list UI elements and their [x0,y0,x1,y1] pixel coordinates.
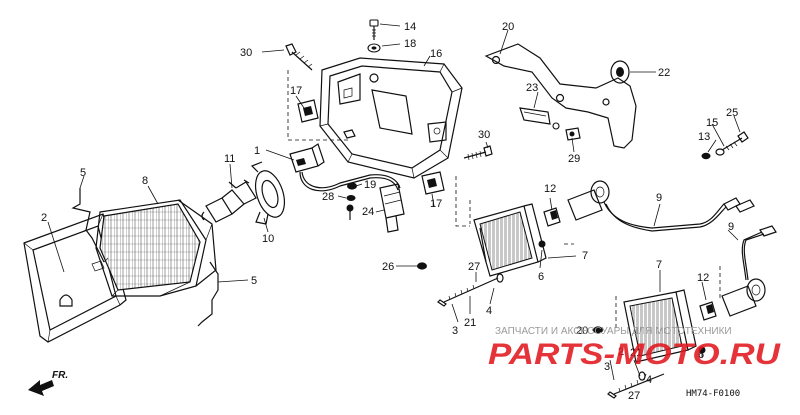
callout-19: 19 [364,179,376,191]
callout-20: 20 [502,21,514,33]
callout-2: 2 [41,212,47,224]
headlight-bulb [201,179,257,223]
callout-5b: 5 [251,275,257,287]
small-fasteners [346,19,381,220]
callout-29: 29 [568,153,580,165]
callout-20b: 20 [576,325,588,337]
grommets [297,99,445,195]
bolt-30-right [463,145,493,161]
callout-22: 22 [658,67,670,79]
callout-2b: 2 [618,346,624,358]
callouts: 1 2 2 3 3 4 4 5 5 6 6 7 7 8 9 9 10 11 12… [41,21,738,402]
callout-24: 24 [362,206,374,218]
callout-16: 16 [430,48,442,60]
watermark-tagline: ЗАПЧАСТИ И АКСЕССУАРЫ ДЛЯ МОТОТЕХНИКИ [495,326,732,337]
mounting-springs [71,188,219,327]
turn-signal-right [623,289,697,363]
callout-17b: 17 [430,198,442,210]
callout-21: 21 [464,317,476,329]
callout-30b: 30 [478,129,490,141]
assembly-lines [287,70,721,330]
callout-4: 4 [486,305,492,317]
callout-12b: 12 [697,272,709,284]
turn-signal-right-bulb [698,301,717,354]
bolt-29 [565,127,581,141]
wire-connector-block [379,183,405,233]
headlight-connector [289,143,401,192]
callout-9: 9 [656,192,662,204]
front-direction-label: FR. [52,370,68,381]
callout-12: 12 [544,183,556,195]
callout-1: 1 [254,145,260,157]
callout-4b: 4 [646,374,652,386]
callout-14: 14 [404,21,416,33]
bracket-rubber-22 [610,60,630,84]
leader-lines [47,23,741,381]
callout-18: 18 [404,38,416,50]
callout-3b: 3 [604,361,610,373]
bulb-socket [250,161,286,225]
callout-6b: 6 [698,349,704,361]
callout-17a: 17 [290,85,302,97]
headlight-unit [95,199,217,297]
callout-3: 3 [452,325,458,337]
callout-27b: 27 [628,390,640,402]
callout-13: 13 [698,131,710,143]
callout-10: 10 [262,233,274,245]
bolt-25-group [701,131,749,160]
callout-9b: 9 [728,221,734,233]
callout-11: 11 [224,153,235,165]
callout-7: 7 [582,250,588,262]
front-direction-arrow [28,380,54,396]
callout-8: 8 [142,175,148,187]
bolt-30-top [285,43,313,71]
callout-30a: 30 [240,47,252,59]
watermark-logo: PARTS-MOTO.RU [488,338,782,371]
turn-signal-right-socket [721,225,777,317]
turn-signal-left-bulb [538,207,561,248]
callout-7b: 7 [656,259,662,271]
headlight-case [319,57,463,179]
headlight-rim [23,213,127,343]
callout-27: 27 [468,261,480,273]
turn-signal-left [473,203,547,277]
callout-21b: 21 [630,347,642,359]
callout-6: 6 [538,271,544,283]
callout-26: 26 [382,261,394,273]
callout-25: 25 [726,107,738,119]
callout-5a: 5 [80,167,86,179]
callout-23: 23 [526,82,538,94]
headlight-bracket [484,43,637,149]
turn-signal-left-socket [567,180,755,232]
turn-signal-left-screws [417,262,504,307]
diagram-code: HM74-F0100 [686,389,740,399]
callout-15: 15 [706,117,718,129]
callout-28: 28 [322,191,334,203]
